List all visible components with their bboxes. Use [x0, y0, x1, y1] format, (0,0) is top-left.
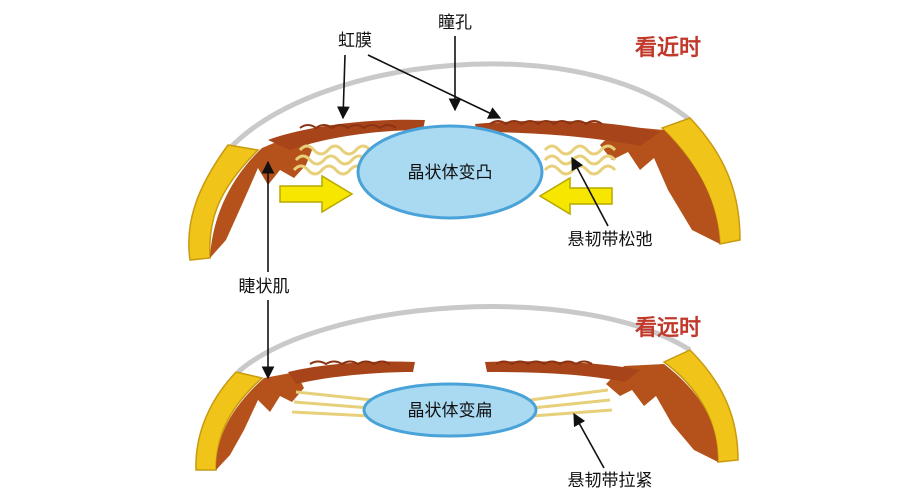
zonule-relaxed-label: 悬韧带松弛: [568, 230, 653, 250]
lens-flat-label: 晶状体变扁: [408, 401, 493, 421]
far-iris-right: [485, 361, 640, 382]
far-eye: 晶状体变扁: [195, 304, 739, 471]
near-iris-left: [268, 119, 425, 150]
iris-pointer-right: [367, 54, 502, 119]
far-cornea-outer: [236, 304, 692, 374]
far-zonules: [291, 388, 613, 418]
zonule-taut-pointer: [573, 412, 605, 469]
far-ciliary-right: [606, 364, 718, 462]
near-cornea-outer: [228, 61, 692, 150]
near-title: 看近时: [635, 35, 701, 61]
ciliary-muscle-label: 睫状肌: [239, 277, 290, 297]
near-ciliary-left: [210, 132, 312, 258]
zonule-relaxed-pointer: [571, 156, 609, 227]
far-cornea-inner: [245, 316, 685, 375]
far-iris-left: [288, 361, 415, 384]
near-lens: [356, 124, 544, 220]
near-ciliary-right: [600, 126, 720, 244]
iris-pointer-left: [336, 54, 350, 120]
near-arrow-left: [279, 174, 354, 214]
far-ciliary-left: [216, 372, 304, 470]
near-eye: 晶状体变凸: [188, 61, 741, 261]
far-title: 看远时: [635, 316, 701, 341]
lens-convex-label: 晶状体变凸: [408, 163, 493, 183]
near-arrow-right: [538, 176, 613, 216]
iris-label: 虹膜: [338, 31, 372, 51]
near-iris-right: [475, 120, 660, 146]
pupil-label: 瞳孔: [438, 13, 472, 33]
zonule-taut-label: 悬韧带拉紧: [568, 471, 653, 491]
far-lens: [362, 382, 538, 438]
